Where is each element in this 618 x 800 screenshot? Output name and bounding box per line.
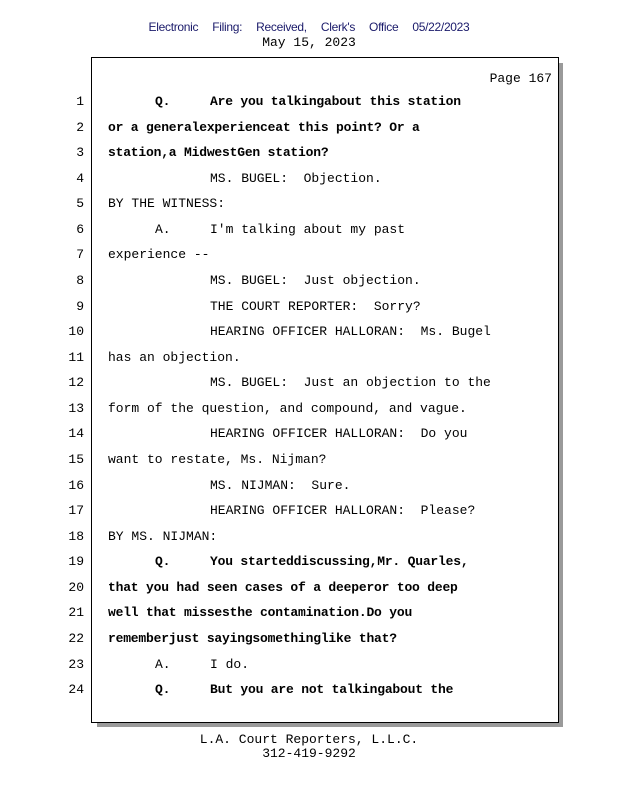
line-number: 1: [76, 94, 84, 109]
speaker-prefix: A.: [155, 656, 171, 672]
line-number: 2: [76, 119, 84, 135]
filing-word: Clerk's: [320, 20, 356, 34]
line-text: HEARING OFFICER HALLORAN: Please?: [210, 503, 476, 519]
line-text: station,a MidwestGen station?: [108, 145, 329, 161]
line-text: want to restate, Ms. Nijman?: [108, 451, 327, 467]
line-number: 15: [68, 451, 84, 467]
line-number: 8: [76, 272, 84, 288]
line-text: well that missesthe contamination.Do you: [108, 605, 413, 621]
speaker-prefix: Q.: [155, 554, 171, 570]
speaker-prefix: A.: [155, 221, 171, 237]
line-text: Are you talkingabout this station: [210, 94, 461, 109]
line-number: 7: [76, 247, 84, 263]
transcript-date: May 15, 2023: [262, 35, 356, 50]
line-number: 20: [68, 579, 84, 595]
filing-date: 05/22/2023: [412, 20, 470, 34]
line-text: rememberjust sayingsomethinglike that?: [108, 630, 397, 646]
line-text: MS. BUGEL: Just objection.: [210, 272, 421, 288]
line-text: I do.: [210, 656, 250, 672]
filing-stamp: Electronic Filing: Received, Clerk's Office 0…: [0, 20, 618, 34]
line-number: 16: [68, 477, 84, 493]
filing-word: Received,: [256, 20, 307, 34]
line-text: experience --: [108, 247, 210, 263]
line-text: BY THE WITNESS:: [108, 196, 226, 212]
line-text: You starteddiscussing,Mr. Quarles,: [210, 554, 469, 570]
filing-word: Office: [369, 20, 399, 34]
speaker-prefix: Q.: [155, 94, 171, 109]
line-number: 11: [68, 349, 84, 365]
line-number: 10: [68, 324, 84, 340]
line-text: THE COURT REPORTER: Sorry?: [210, 298, 421, 314]
line-number: 17: [68, 503, 84, 519]
line-number: 4: [76, 170, 84, 186]
filing-word: Filing:: [212, 20, 243, 34]
reporter-phone: 312-419-9292: [262, 746, 356, 761]
reporter-company: L.A. Court Reporters, L.L.C.: [199, 732, 419, 747]
line-text: BY MS. NIJMAN:: [108, 528, 218, 544]
line-number: 23: [68, 656, 84, 672]
line-text: HEARING OFFICER HALLORAN: Ms. Bugel: [210, 324, 491, 340]
speaker-prefix: Q.: [155, 682, 171, 698]
line-number: 5: [76, 196, 84, 212]
transcript-page: [91, 57, 559, 723]
page-number: Page 167: [489, 71, 552, 86]
line-number: 19: [68, 554, 84, 570]
line-number: 24: [68, 682, 84, 698]
line-text: I'm talking about my past: [210, 221, 406, 237]
line-text: form of the question, and compound, and …: [108, 400, 467, 416]
line-text: that you had seen cases of a deeperor to…: [108, 579, 458, 595]
line-number: 13: [68, 400, 84, 416]
line-text: or a generalexperienceat this point? Or …: [108, 119, 420, 135]
line-number: 9: [76, 298, 84, 314]
line-text: MS. NIJMAN: Sure.: [210, 477, 351, 493]
line-number: 6: [76, 221, 84, 237]
footer: L.A. Court Reporters, L.L.C. 312-419-929…: [0, 733, 618, 761]
line-text: has an objection.: [108, 349, 241, 365]
line-text: But you are not talkingabout the: [210, 682, 454, 698]
line-number: 14: [68, 426, 84, 442]
line-text: MS. BUGEL: Just an objection to the: [210, 375, 491, 391]
line-number: 22: [68, 630, 84, 646]
line-number: 3: [76, 145, 84, 161]
line-number: 12: [68, 375, 84, 391]
line-text: HEARING OFFICER HALLORAN: Do you: [210, 426, 468, 442]
line-number: 18: [68, 528, 84, 544]
filing-word: Electronic: [148, 20, 199, 34]
line-text: MS. BUGEL: Objection.: [210, 170, 382, 186]
line-number: 21: [68, 605, 84, 621]
